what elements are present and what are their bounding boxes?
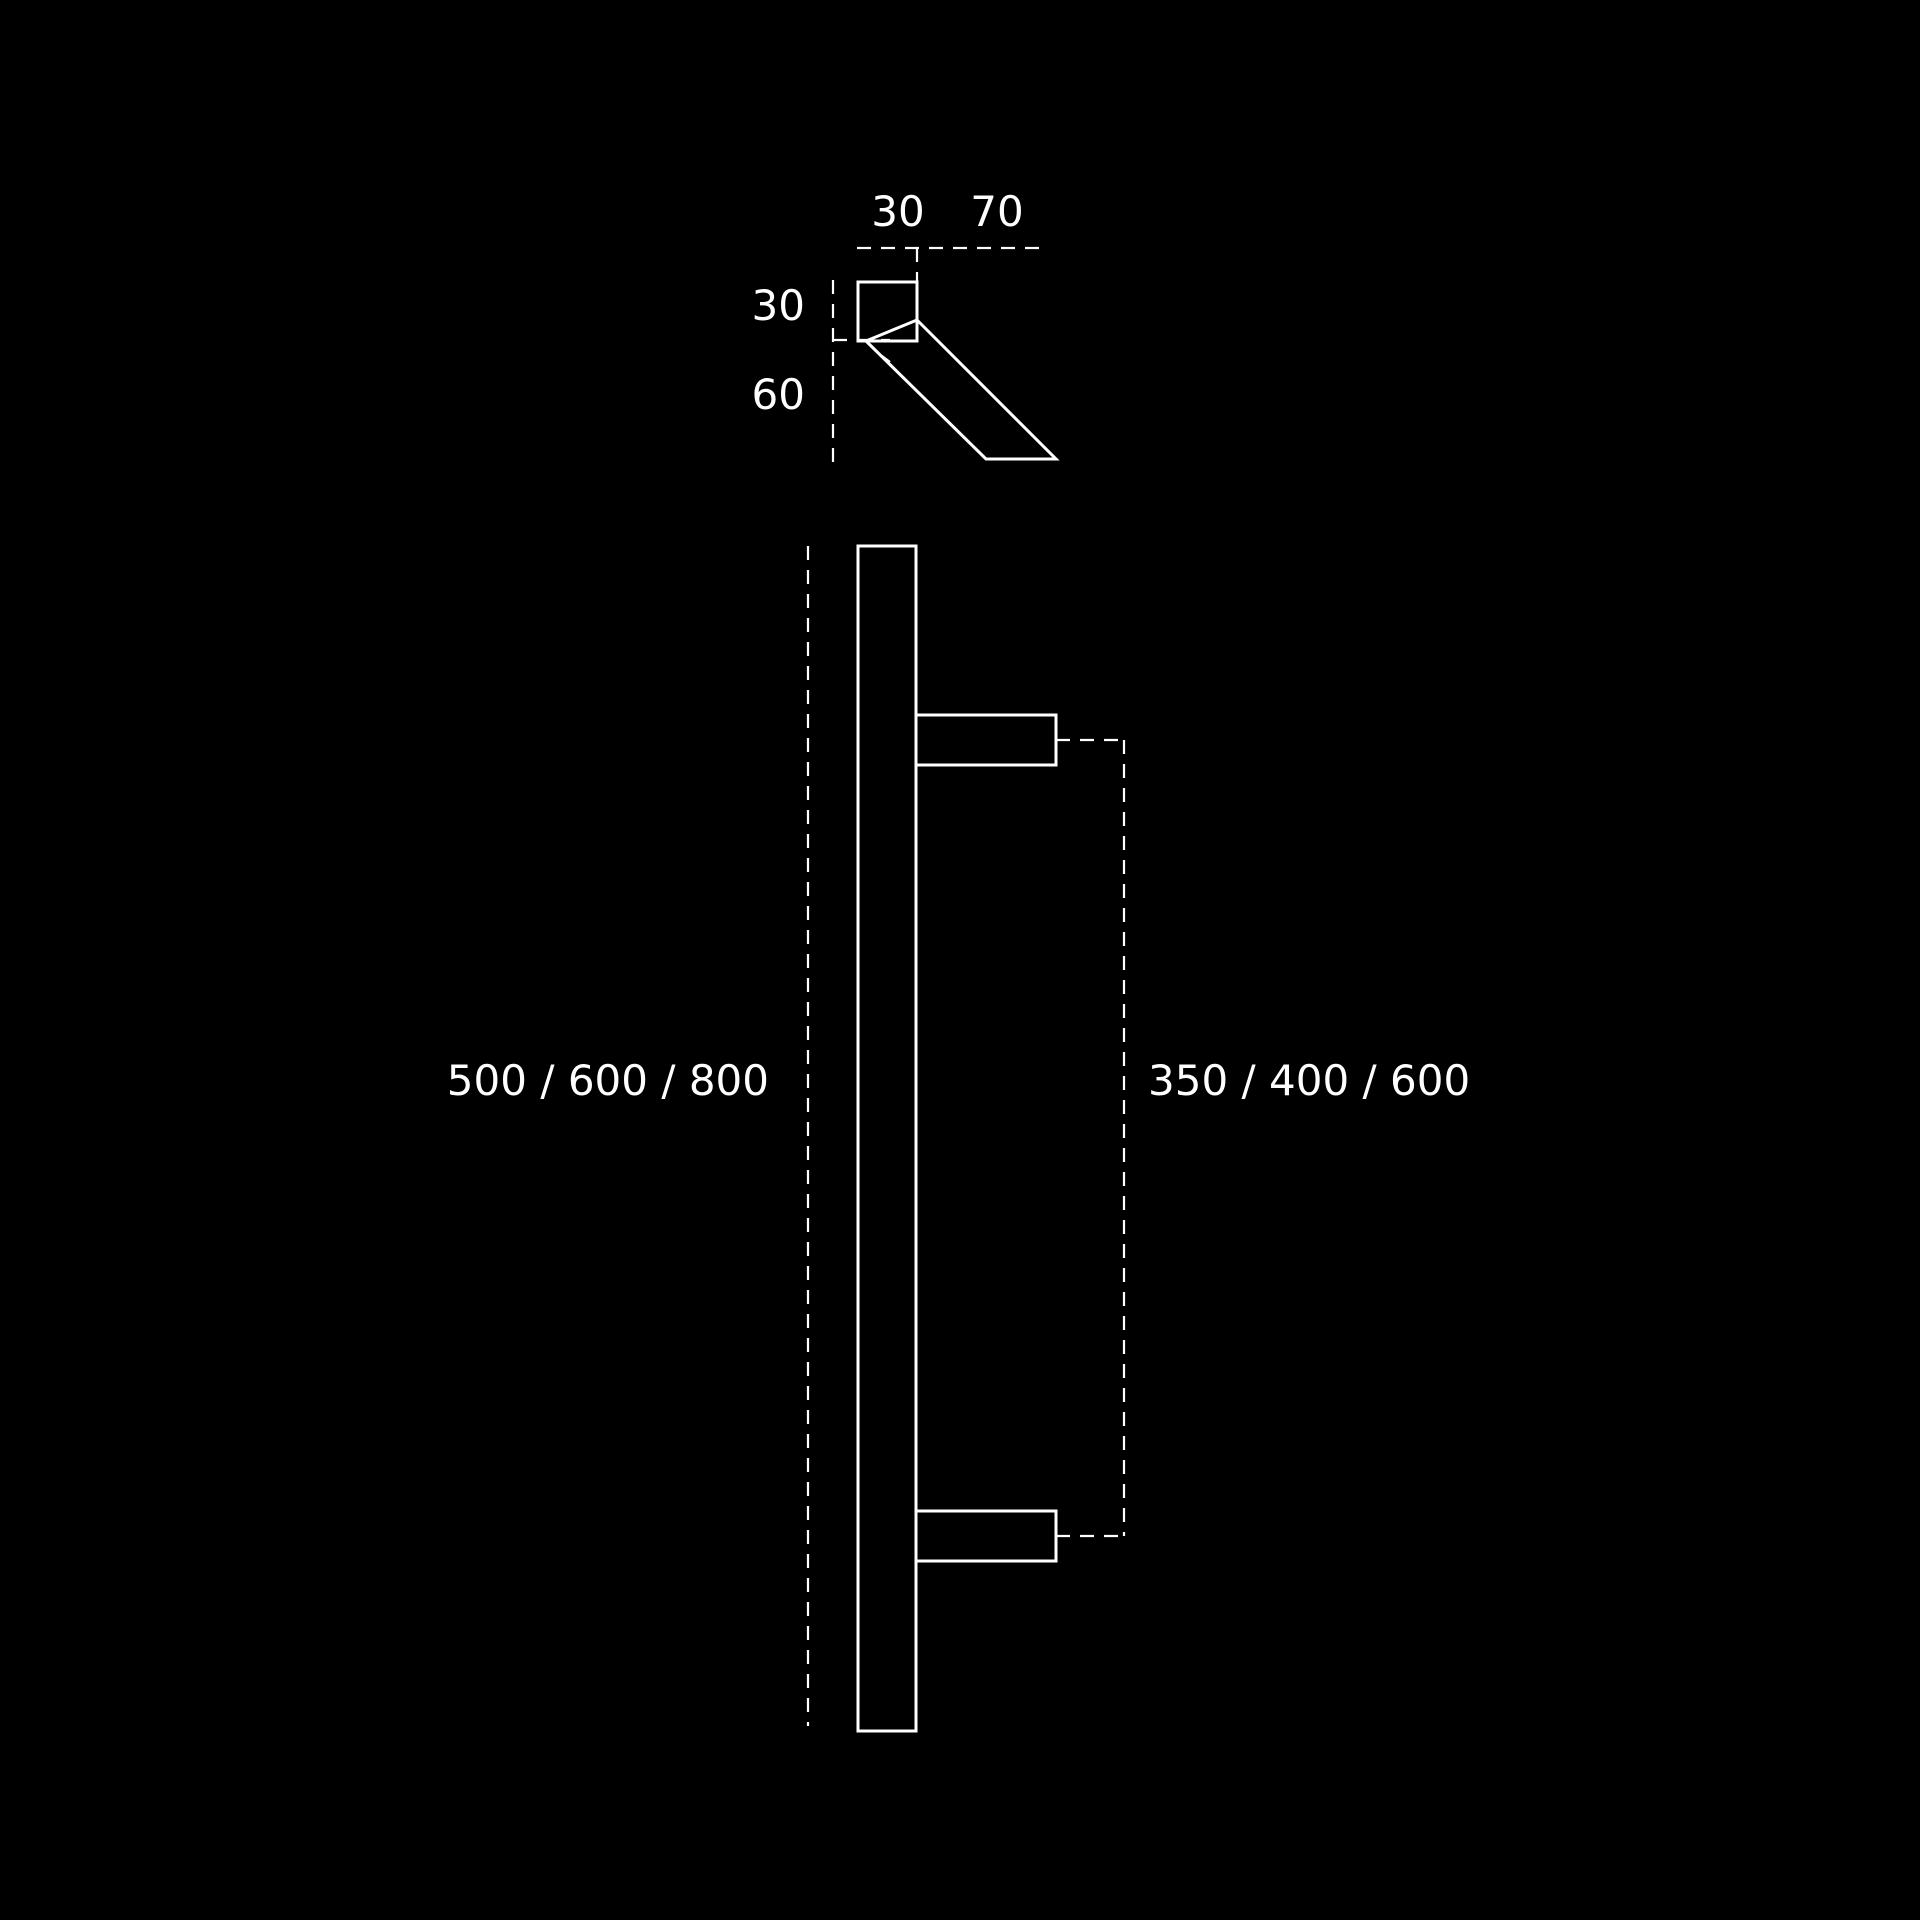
standoff-top [914,713,1058,767]
standoff-bottom [914,1509,1058,1563]
dim-label-center-distance: 350 / 400 / 600 [1148,1056,1470,1105]
front-view: 500 / 600 / 800 350 / 400 / 600 [447,544,1470,1733]
dim-label-height-60: 60 [752,370,805,419]
dim-label-height-30: 30 [752,281,805,330]
dim-label-width-70: 70 [970,187,1023,236]
dim-label-total-length: 500 / 600 / 800 [447,1056,769,1105]
bar-cross-section [856,280,919,343]
standoff-leg-plan [863,318,1060,461]
dim-label-width-30: 30 [871,187,924,236]
top-view: 30 70 30 60 [752,187,1060,462]
handle-bar [856,544,918,1733]
